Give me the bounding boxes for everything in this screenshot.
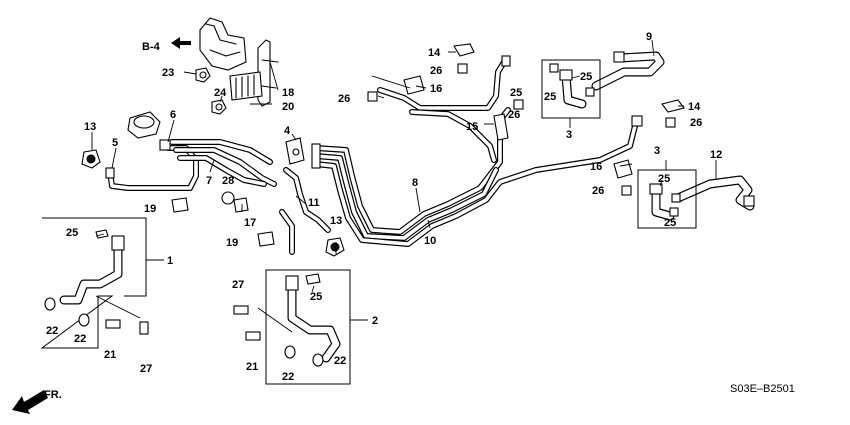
callout-26: 26 [508,109,520,121]
callout-25: 25 [664,217,676,229]
callout-26: 26 [690,117,702,129]
callout-4: 4 [284,125,291,137]
callout-2: 2 [372,315,378,327]
callout-17: 17 [244,217,256,229]
callout-13: 13 [330,215,342,227]
callout-27: 27 [232,279,244,291]
callout-25: 25 [580,71,592,83]
callout-21: 21 [104,349,116,361]
front-arrow-icon [12,390,48,414]
callout-23: 23 [162,67,174,79]
callout-1: 1 [167,255,173,267]
front-indicator: FR. [12,389,62,414]
callout-15: 15 [466,121,478,133]
callout-25: 25 [510,87,522,99]
callout-9: 9 [646,31,652,43]
callout-22: 22 [46,325,58,337]
callout-10: 10 [424,235,436,247]
callout-19: 19 [226,237,238,249]
callout-25: 25 [658,173,670,185]
detail-box-1 [40,217,149,349]
callout-14: 14 [428,47,441,59]
brake-pipes-left [107,139,331,255]
callout-12: 12 [710,149,722,161]
brake-pipes-right [591,51,755,211]
callout-22: 22 [282,371,294,383]
callout-25: 25 [66,227,78,239]
callout-6: 6 [170,109,176,121]
callout-26: 26 [592,185,604,197]
callout-3: 3 [654,145,660,157]
reference-label: B-4 [142,41,161,53]
callout-13: 13 [84,121,96,133]
callout-5: 5 [112,137,118,149]
callout-27: 27 [140,363,152,375]
reference-marker: B-4 [142,37,191,53]
leader-lines [91,39,717,333]
callout-19: 19 [144,203,156,215]
callout-18: 18 [282,87,294,99]
fittings [105,43,755,247]
callout-24: 24 [214,87,227,99]
callout-25: 25 [310,291,322,303]
callout-22: 22 [334,355,346,367]
reference-arrow-icon [171,37,191,49]
callout-25: 25 [544,91,556,103]
detail-box-3b [637,169,697,229]
detail-box-2 [233,269,351,385]
callout-16: 16 [590,161,602,173]
callout-8: 8 [412,177,418,189]
callout-26: 26 [430,65,442,77]
callout-22: 22 [74,333,86,345]
callout-16: 16 [430,83,442,95]
callout-11: 11 [308,197,320,209]
drawing-code: S03E–B2501 [730,383,795,395]
callout-labels: 1 2 3 3 4 5 6 7 8 9 10 11 12 13 13 14 14… [46,31,722,383]
callout-3: 3 [566,129,572,141]
detail-box-3a [541,59,601,119]
bracket-assembly [195,17,279,115]
callout-21: 21 [246,361,258,373]
left-bracket-parts [81,111,345,257]
callout-7: 7 [206,175,212,187]
front-label: FR. [44,389,62,401]
callout-28: 28 [222,175,234,187]
brake-pipes-center [313,59,639,247]
callout-20: 20 [282,101,294,113]
callout-26: 26 [338,93,350,105]
callout-14: 14 [688,101,701,113]
